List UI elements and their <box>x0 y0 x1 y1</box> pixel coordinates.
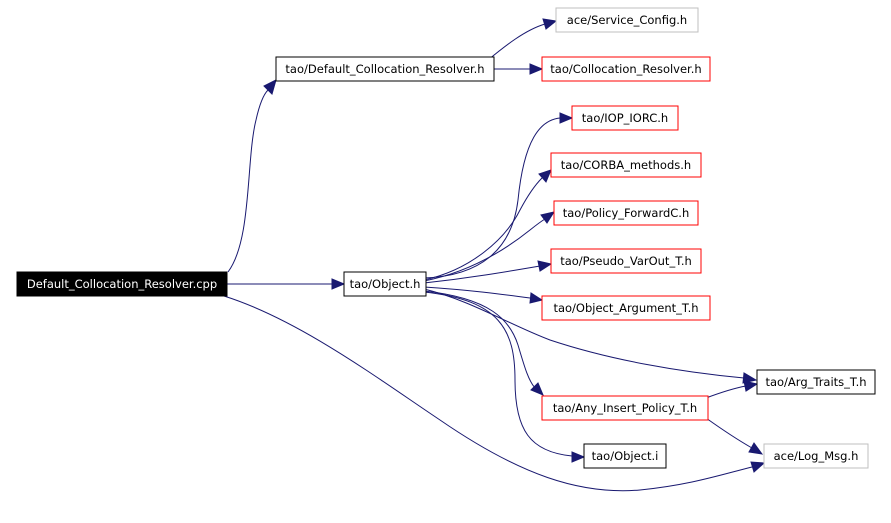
edge-any-insert-policy-t-h-to-log-msg-h <box>705 417 764 455</box>
node-pseudo-varout-t-h[interactable]: tao/Pseudo_VarOut_T.h <box>550 248 702 274</box>
node-collocation-resolver-h[interactable]: tao/Collocation_Resolver.h <box>541 56 711 82</box>
node-arg-traits-t-h[interactable]: tao/Arg_Traits_T.h <box>756 369 876 395</box>
node-label: tao/Any_Insert_Policy_T.h <box>553 401 697 415</box>
node-any-insert-policy-t-h[interactable]: tao/Any_Insert_Policy_T.h <box>541 395 709 421</box>
node-log-msg-h[interactable]: ace/Log_Msg.h <box>763 443 869 469</box>
edge-object-h-to-pseudo-varout-t-h <box>423 260 553 284</box>
node-label: tao/Pseudo_VarOut_T.h <box>560 254 692 268</box>
node-policy-forwardc-h[interactable]: tao/Policy_ForwardC.h <box>553 200 699 226</box>
node-label: tao/Object.h <box>350 277 421 291</box>
edge-root-to-log-msg-h <box>223 295 766 492</box>
node-label: tao/Object_Argument_T.h <box>553 301 698 315</box>
node-label: tao/Arg_Traits_T.h <box>765 375 866 389</box>
edge-object-h-to-any-insert-policy-t-h <box>423 290 544 396</box>
edge-object-h-to-iop-iorc-h <box>423 112 574 279</box>
node-root[interactable]: Default_Collocation_Resolver.cpp <box>16 271 228 297</box>
edge-default-collocation-resolver-h-to-service-config-h <box>487 18 558 61</box>
edge-object-h-to-object-i <box>423 291 586 463</box>
node-corba-methods-h[interactable]: tao/CORBA_methods.h <box>550 152 702 178</box>
node-label: ace/Log_Msg.h <box>774 449 859 463</box>
node-service-config-h[interactable]: ace/Service_Config.h <box>555 7 699 33</box>
node-label: Default_Collocation_Resolver.cpp <box>27 277 217 291</box>
node-object-h[interactable]: tao/Object.h <box>343 271 427 297</box>
node-label: tao/Default_Collocation_Resolver.h <box>285 62 484 76</box>
node-label: tao/Policy_ForwardC.h <box>563 206 690 220</box>
node-label: tao/CORBA_methods.h <box>561 158 691 172</box>
node-label: tao/Collocation_Resolver.h <box>550 62 701 76</box>
edge-object-h-to-policy-forwardc-h <box>423 211 556 282</box>
edge-root-to-object-h <box>226 278 346 290</box>
node-object-i[interactable]: tao/Object.i <box>583 443 667 469</box>
node-default-collocation-resolver-h[interactable]: tao/Default_Collocation_Resolver.h <box>275 56 495 82</box>
node-label: tao/IOP_IORC.h <box>582 111 668 125</box>
edge-object-h-to-corba-methods-h <box>423 169 552 281</box>
node-iop-iorc-h[interactable]: tao/IOP_IORC.h <box>571 105 679 131</box>
node-label: ace/Service_Config.h <box>567 13 687 27</box>
edge-any-insert-policy-t-h-to-arg-traits-t-h <box>705 380 759 399</box>
edge-object-h-to-arg-traits-t-h <box>423 288 758 384</box>
node-label: tao/Object.i <box>592 449 659 463</box>
node-object-argument-t-h[interactable]: tao/Object_Argument_T.h <box>541 295 711 321</box>
edge-object-h-to-object-argument-t-h <box>423 286 544 304</box>
edges <box>223 18 766 492</box>
nodes: Default_Collocation_Resolver.cpp tao/Def… <box>16 7 876 469</box>
edge-default-collocation-resolver-h-to-collocation-resolver-h <box>494 63 544 75</box>
edge-root-to-default-collocation-resolver-h <box>227 79 277 273</box>
